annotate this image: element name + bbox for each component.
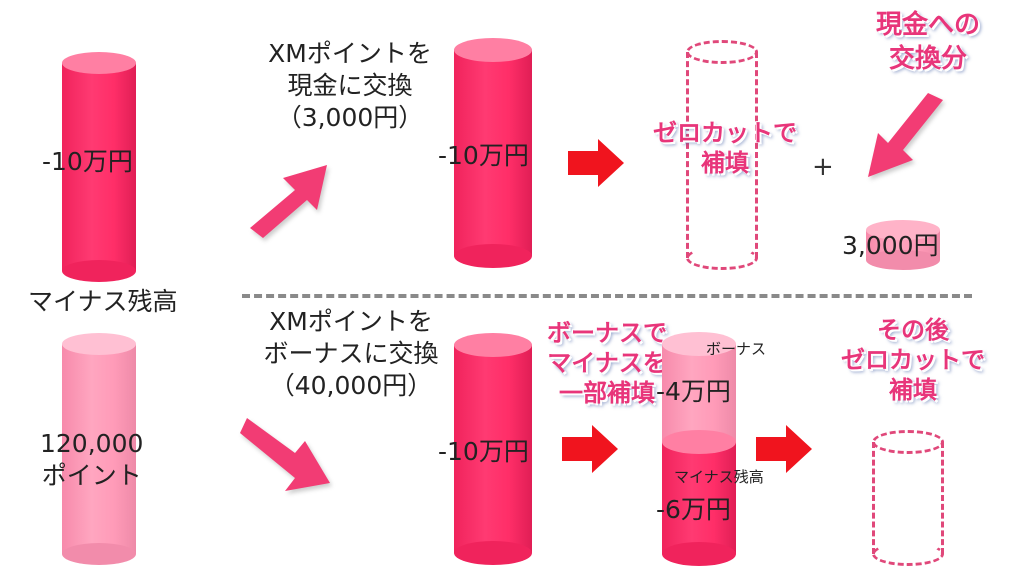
cylinder-bottom <box>686 246 758 270</box>
bonus-fill-line-1: ボーナスで <box>547 319 667 347</box>
top-step-label: XMポイントを 現金に交換 （3,000円） <box>250 38 450 134</box>
arrow-right-icon <box>562 425 618 473</box>
stack-balance-label: マイナス残高 <box>674 468 764 486</box>
cylinder-top <box>686 40 758 64</box>
arrow-down-left-icon <box>868 93 943 177</box>
final-line-3: 補填 <box>889 376 937 404</box>
cash-cylinder <box>866 220 940 270</box>
points-value: 120,000 ポイント <box>40 428 143 492</box>
bottom-step-line-2: ボーナスに交換 <box>263 339 439 368</box>
final-zero-cut-label: その後 ゼロカットで 補填 <box>818 315 1008 405</box>
points-value-number: 120,000 <box>40 429 144 458</box>
bonus-fill-label: ボーナスで マイナスを 一部補填 <box>522 318 692 408</box>
cylinder-top <box>454 38 532 62</box>
bottom-balance-cylinder <box>454 333 532 565</box>
stack-bonus-label: ボーナス <box>706 340 767 358</box>
top-step-line-3: （3,000円） <box>276 103 424 132</box>
cylinder-top <box>866 220 940 240</box>
negative-balance-cylinder <box>62 52 136 282</box>
final-line-2: ゼロカットで <box>841 346 985 374</box>
cylinder-top <box>872 430 944 454</box>
cylinder-bottom <box>62 543 136 565</box>
cash-exchange-line-1: 現金への <box>875 10 980 40</box>
cylinder-top <box>662 332 736 356</box>
arrow-right-icon <box>568 139 624 187</box>
bottom-step-label: XMポイントを ボーナスに交換 （40,000円） <box>236 306 466 402</box>
cash-exchange-label: 現金への 交換分 <box>848 8 1008 76</box>
cylinder-body <box>62 344 136 554</box>
top-balance-cylinder <box>454 38 532 268</box>
cylinder-top <box>62 52 136 74</box>
arrow-down-right-icon <box>240 418 330 491</box>
arrow-up-right-icon <box>250 165 327 238</box>
bonus-fill-line-3: 一部補填 <box>559 379 655 407</box>
balance-value-label: -10万円 <box>42 147 133 176</box>
points-value-unit: ポイント <box>41 461 142 490</box>
points-cylinder <box>62 333 136 565</box>
cash-exchange-line-2: 交換分 <box>888 44 967 74</box>
balance-caption: マイナス残高 <box>28 287 178 316</box>
cash-value: 3,000円 <box>842 231 939 260</box>
cylinder-body <box>872 442 944 554</box>
zero-cut-label: ゼロカットで 補填 <box>630 118 820 178</box>
bottom-step-line-3: （40,000円） <box>269 371 433 400</box>
cylinder-bottom <box>62 260 136 282</box>
cylinder-bottom <box>866 250 940 270</box>
zero-cut-dashed-cylinder <box>686 40 758 270</box>
cylinder-top <box>62 333 136 355</box>
cylinder-body <box>686 52 758 258</box>
cylinder-top <box>454 333 532 357</box>
plus-sign: + <box>812 152 834 182</box>
zero-cut-line-1: ゼロカットで <box>653 119 797 147</box>
cylinder-body <box>454 345 532 553</box>
top-step-line-2: 現金に交換 <box>287 71 413 100</box>
top-balance-value: -10万円 <box>438 141 529 170</box>
zero-cut-line-2: 補填 <box>701 149 749 177</box>
stack-balance-value: -6万円 <box>656 495 731 524</box>
stack-divider-ellipse <box>662 430 736 454</box>
arrow-right-icon <box>756 425 812 473</box>
cylinder-body <box>454 50 532 256</box>
final-dashed-cylinder <box>872 430 944 566</box>
cylinder-bottom <box>454 244 532 268</box>
bottom-balance-value: -10万円 <box>438 437 529 466</box>
cylinder-body <box>62 63 136 271</box>
bottom-step-line-1: XMポイントを <box>269 307 433 336</box>
cylinder-bottom <box>662 542 736 566</box>
stack-bonus-segment <box>662 344 736 442</box>
stacked-cylinder <box>662 332 736 566</box>
final-line-1: その後 <box>877 316 949 344</box>
cylinder-bottom <box>454 541 532 565</box>
bonus-fill-line-2: マイナスを <box>547 349 667 377</box>
top-step-line-1: XMポイントを <box>268 39 432 68</box>
cylinder-bottom <box>872 542 944 566</box>
stack-bonus-value: -4万円 <box>656 377 731 406</box>
section-divider <box>242 294 972 298</box>
